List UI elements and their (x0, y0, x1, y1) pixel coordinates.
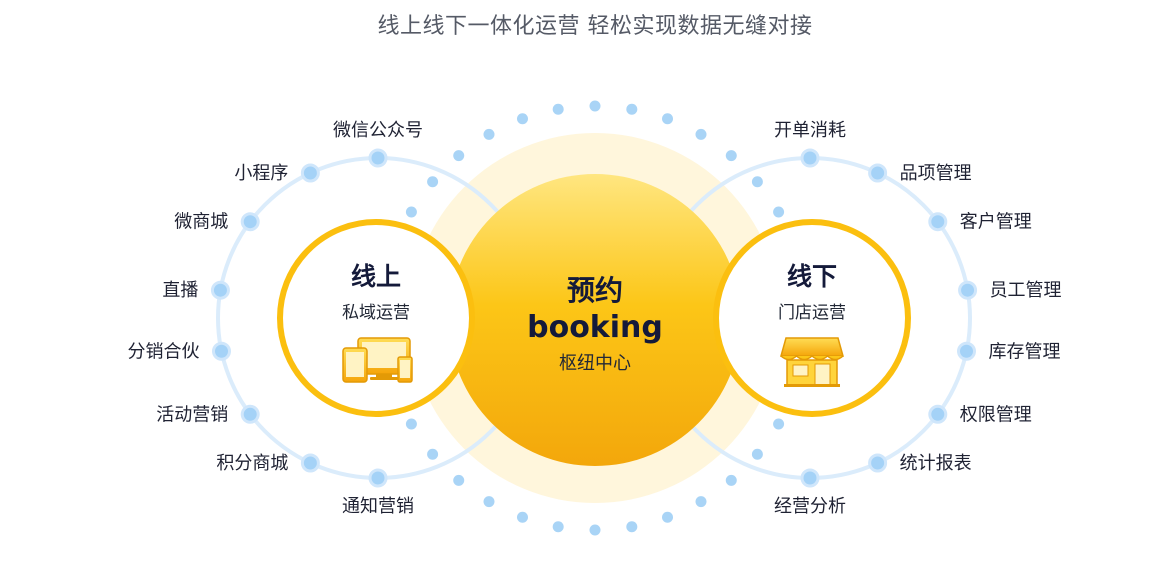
decor-dot (516, 511, 528, 523)
decor-dot (773, 418, 785, 430)
feature-label: 活动营销 (156, 404, 228, 425)
feature-node[interactable]: 库存管理 (957, 341, 1061, 362)
feature-dot (800, 148, 820, 168)
decor-dot (552, 103, 564, 115)
feature-dot (928, 212, 948, 232)
feature-dot (211, 341, 231, 361)
decor-dot (725, 474, 737, 486)
feature-label: 微信公众号 (333, 120, 423, 141)
offline-circle[interactable] (713, 219, 911, 417)
decor-dot (552, 521, 564, 533)
decor-dot (453, 474, 465, 486)
offline-subtitle: 门店运营 (778, 303, 846, 323)
feature-dot (868, 453, 888, 473)
decor-dot (405, 206, 417, 218)
feature-label: 经营分析 (774, 496, 846, 517)
page-title: 线上线下一体化运营 轻松实现数据无缝对接 (377, 14, 813, 39)
feature-label: 通知营销 (342, 496, 414, 517)
feature-label: 员工管理 (990, 280, 1062, 301)
feature-label: 统计报表 (900, 453, 972, 474)
feature-dot (210, 280, 230, 300)
decor-dot (626, 103, 638, 115)
decor-dot (483, 128, 495, 140)
center-booking: booking (527, 310, 663, 345)
decor-dot (483, 496, 495, 508)
feature-dot (240, 404, 260, 424)
feature-label: 微商城 (174, 212, 228, 233)
feature-dot (928, 404, 948, 424)
decor-dot (453, 150, 465, 162)
dotted-arc-bottom (405, 418, 785, 536)
feature-dot (958, 280, 978, 300)
feature-node[interactable]: 品项管理 (868, 163, 972, 184)
decor-dot (589, 524, 601, 536)
online-circle[interactable] (277, 219, 475, 417)
online-subtitle: 私域运营 (342, 303, 410, 323)
decor-dot (427, 176, 439, 188)
feature-label: 分销合伙 (127, 341, 199, 362)
offline-title: 线下 (787, 262, 837, 291)
feature-dot (300, 163, 320, 183)
online-title: 线上 (351, 262, 401, 291)
decor-dot (516, 113, 528, 125)
decor-dot (626, 521, 638, 533)
feature-dot (368, 468, 388, 488)
decor-dot (427, 448, 439, 460)
feature-node[interactable]: 积分商城 (216, 453, 320, 474)
decor-dot (695, 128, 707, 140)
decor-dot (589, 100, 601, 112)
decor-dot (725, 150, 737, 162)
dotted-arc-top (405, 100, 785, 218)
feature-node[interactable]: 分销合伙 (127, 341, 231, 362)
decor-dot (751, 448, 763, 460)
feature-node[interactable]: 经营分析 (774, 468, 846, 517)
devices-icon (342, 337, 413, 383)
feature-label: 积分商城 (216, 453, 288, 474)
feature-node[interactable]: 统计报表 (868, 453, 972, 474)
feature-label: 权限管理 (960, 404, 1032, 425)
center-title: 预约 (567, 274, 623, 307)
decor-dot (662, 113, 674, 125)
feature-label: 开单消耗 (774, 120, 846, 141)
feature-dot (957, 341, 977, 361)
feature-dot (300, 453, 320, 473)
decor-dot (662, 511, 674, 523)
feature-node[interactable]: 微商城 (174, 212, 260, 233)
feature-dot (240, 212, 260, 232)
feature-node[interactable]: 权限管理 (928, 404, 1032, 425)
feature-dot (868, 163, 888, 183)
feature-node[interactable]: 活动营销 (156, 404, 260, 425)
decor-dot (751, 176, 763, 188)
feature-label: 直播 (162, 280, 198, 301)
feature-node[interactable]: 小程序 (234, 163, 320, 184)
center-hub-circle (449, 174, 741, 466)
feature-node[interactable]: 微信公众号 (333, 120, 423, 168)
center-subtitle: 枢纽中心 (559, 353, 631, 374)
feature-node[interactable]: 直播 (162, 280, 230, 301)
decor-dot (773, 206, 785, 218)
feature-node[interactable]: 通知营销 (342, 468, 414, 517)
feature-dot (800, 468, 820, 488)
feature-node[interactable]: 员工管理 (958, 280, 1062, 301)
feature-label: 品项管理 (900, 163, 972, 184)
feature-label: 库存管理 (989, 341, 1061, 362)
feature-node[interactable]: 开单消耗 (774, 120, 846, 168)
decor-dot (695, 496, 707, 508)
store-icon (780, 337, 844, 387)
feature-label: 小程序 (234, 163, 288, 184)
feature-dot (368, 148, 388, 168)
decor-dot (405, 418, 417, 430)
feature-label: 客户管理 (960, 212, 1032, 233)
feature-node[interactable]: 客户管理 (928, 212, 1032, 233)
